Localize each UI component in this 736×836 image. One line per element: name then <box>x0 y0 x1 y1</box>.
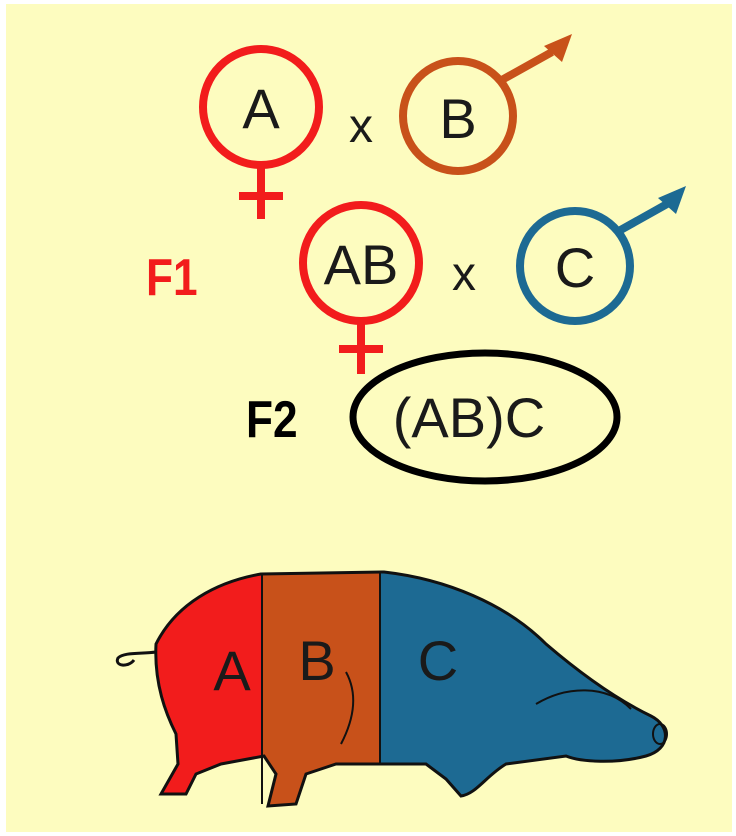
pig-outline <box>154 570 667 808</box>
pig-label-c: C <box>418 629 458 692</box>
pig-snout <box>652 723 668 745</box>
offspring-ellipse: (AB)C <box>349 349 621 485</box>
male-symbol-c: C <box>516 186 686 325</box>
pig-tail <box>115 650 157 667</box>
label-a: A <box>242 77 280 140</box>
pig-ear <box>535 689 632 710</box>
multiply-sign-2: x <box>452 248 476 301</box>
multiply-sign-1: x <box>349 100 373 153</box>
male-symbol-b: B <box>399 34 572 175</box>
male-arrow-shaft-b <box>498 48 554 85</box>
male-arrow-shaft-c <box>615 200 669 236</box>
label-ab: AB <box>324 233 399 296</box>
generation-label-f2: F2 <box>246 391 298 449</box>
pig-label-a: A <box>213 639 251 702</box>
generation-label-f1: F1 <box>146 249 198 307</box>
label-b: B <box>439 87 476 150</box>
male-arrow-head-c <box>658 186 686 214</box>
female-symbol-ab: AB <box>299 201 423 374</box>
offspring-ellipse-outline <box>349 349 621 485</box>
female-symbol-a: A <box>199 45 323 219</box>
pig-label-b: B <box>298 629 335 692</box>
diagram-panel: A x B AB x C (AB)C <box>6 4 732 832</box>
label-c: C <box>555 236 595 299</box>
male-circle-c <box>516 207 634 325</box>
pig-illustration: A B C <box>115 570 668 808</box>
crossbreeding-diagram: A x B AB x C (AB)C <box>115 34 686 808</box>
male-arrow-head-b <box>544 34 572 62</box>
pig-leg-line <box>340 671 355 745</box>
label-abc: (AB)C <box>393 386 545 449</box>
male-circle-b <box>399 57 517 175</box>
